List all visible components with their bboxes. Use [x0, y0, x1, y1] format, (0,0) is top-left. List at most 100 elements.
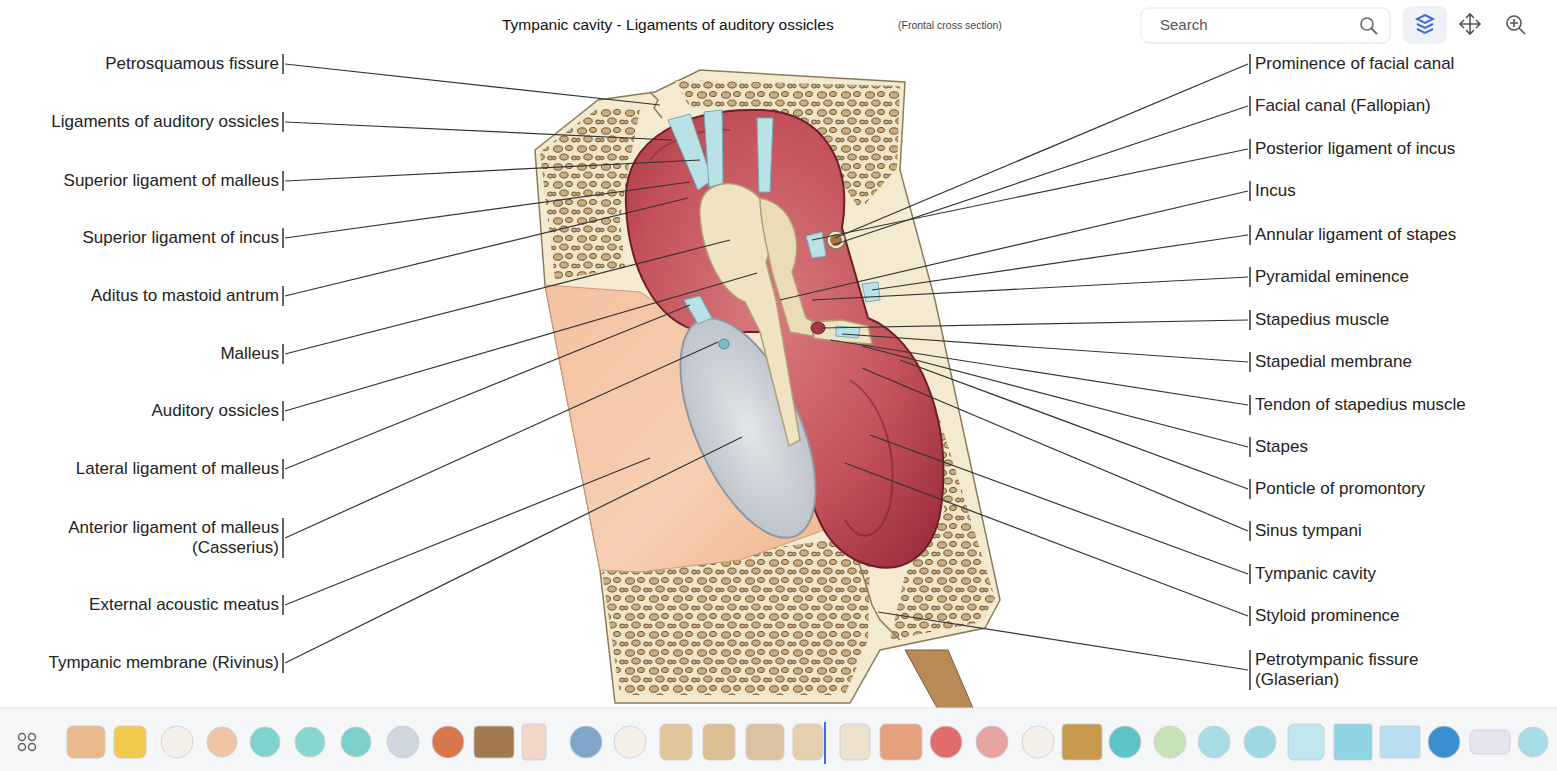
- part-label: Malleus: [220, 344, 279, 364]
- search-box: [1141, 8, 1390, 43]
- thumbnail: [522, 724, 546, 760]
- grid-dot: [19, 734, 26, 741]
- leader-line: [870, 435, 1248, 574]
- ligament: [704, 110, 723, 187]
- search-icon: [1371, 28, 1377, 34]
- label-tick: [282, 286, 284, 306]
- ligament: [806, 232, 826, 258]
- thumbnail: [1062, 724, 1102, 760]
- leader-line: [285, 198, 688, 296]
- part-label: Stapedial membrane: [1255, 352, 1412, 372]
- layers-icon: [1417, 15, 1433, 33]
- label-tick: [282, 595, 284, 615]
- part-label: Petrotympanic fissure (Glaserian): [1255, 650, 1455, 691]
- thumbnail: [1470, 730, 1510, 754]
- part-label: Prominence of facial canal: [1255, 54, 1454, 74]
- label-tick: [282, 401, 284, 421]
- part-label: Facial canal (Fallopian): [1255, 96, 1431, 116]
- stapes: [812, 320, 872, 344]
- thumbnail: [793, 724, 823, 760]
- label-tick: [1249, 521, 1251, 541]
- label-tick: [1249, 437, 1251, 457]
- ligament: [684, 296, 712, 324]
- toolbar-border: [0, 708, 1557, 709]
- label-tick: [282, 459, 284, 479]
- part-label: Incus: [1255, 181, 1296, 201]
- leader-line: [285, 437, 742, 663]
- leader-line: [285, 240, 730, 354]
- part-label: Aditus to mastoid antrum: [91, 286, 279, 306]
- leader-lines: [285, 64, 1248, 670]
- part-label: Superior ligament of malleus: [64, 171, 279, 191]
- leader-line: [285, 182, 690, 238]
- leader-line: [878, 612, 1248, 670]
- thumbnail: [1334, 724, 1372, 760]
- part-label: Superior ligament of incus: [82, 228, 279, 248]
- separator: [824, 722, 826, 764]
- leader-line: [842, 334, 1248, 362]
- leader-line: [900, 360, 1248, 489]
- leader-line: [780, 191, 1248, 300]
- thumbnail: [67, 726, 105, 758]
- thumbnail: [1109, 726, 1141, 758]
- thumbnails: [67, 722, 1548, 764]
- label-tick: [282, 171, 284, 191]
- label-tick: [282, 54, 284, 74]
- leader-line: [845, 463, 1248, 616]
- thumbnail: [114, 726, 146, 758]
- leader-line: [812, 149, 1248, 240]
- thumbnail: [746, 724, 784, 760]
- thumbnail: [1198, 726, 1230, 758]
- thumbnail: [295, 727, 325, 757]
- thumbnail: [341, 727, 371, 757]
- view-button: [1403, 6, 1447, 44]
- part-label: Ponticle of promontory: [1255, 479, 1425, 499]
- thumbnail: [1022, 726, 1054, 758]
- label-tick: [1249, 96, 1251, 116]
- part-label: Sinus tympani: [1255, 521, 1362, 541]
- thumbnail: [660, 724, 692, 760]
- label-tick: [282, 344, 284, 364]
- label-tick: [282, 653, 284, 673]
- leader-line: [862, 368, 1248, 531]
- part-label: Petrosquamous fissure: [105, 54, 279, 74]
- thumbnail: [570, 726, 602, 758]
- label-tick: [1249, 181, 1251, 201]
- leader-line: [285, 458, 650, 605]
- part-label: Pyramidal eminence: [1255, 267, 1409, 287]
- thumbnail: [880, 724, 922, 760]
- thumbnail: [614, 726, 646, 758]
- move-icon: [1460, 14, 1480, 34]
- part-label: Tympanic cavity: [1255, 564, 1376, 584]
- ligament: [757, 118, 773, 192]
- title: Tympanic cavity - Ligaments of auditory …: [502, 16, 834, 35]
- grid-dot: [29, 744, 36, 751]
- incus: [760, 198, 818, 336]
- part-label: Tendon of stapedius muscle: [1255, 395, 1466, 415]
- part-label: External acoustic meatus: [89, 595, 279, 615]
- leader-line: [285, 64, 660, 105]
- label-tick: [1249, 395, 1251, 415]
- part-label: Anterior ligament of malleus (Casserius): [29, 518, 279, 559]
- grid-dot: [29, 734, 36, 741]
- fissure: [858, 560, 900, 640]
- part-label: Posterior ligament of incus: [1255, 139, 1455, 159]
- thumbnail: [930, 726, 962, 758]
- thumbnail: [432, 726, 464, 758]
- leader-line: [285, 160, 700, 181]
- thumbnail: [976, 726, 1008, 758]
- part-label: Stapedius muscle: [1255, 310, 1389, 330]
- label-tick: [1249, 54, 1251, 74]
- label-tick: [282, 228, 284, 248]
- thumbnail: [1428, 726, 1460, 758]
- toolbar: [0, 708, 1557, 771]
- leader-line: [822, 320, 1248, 328]
- thumbnail: [1518, 727, 1548, 757]
- leader-line: [812, 277, 1248, 300]
- thumbnail: [1380, 726, 1420, 758]
- leader-line: [285, 342, 718, 538]
- thumbnail: [1288, 724, 1324, 760]
- part-label: Lateral ligament of malleus: [76, 459, 279, 479]
- malleus-process: [719, 339, 729, 349]
